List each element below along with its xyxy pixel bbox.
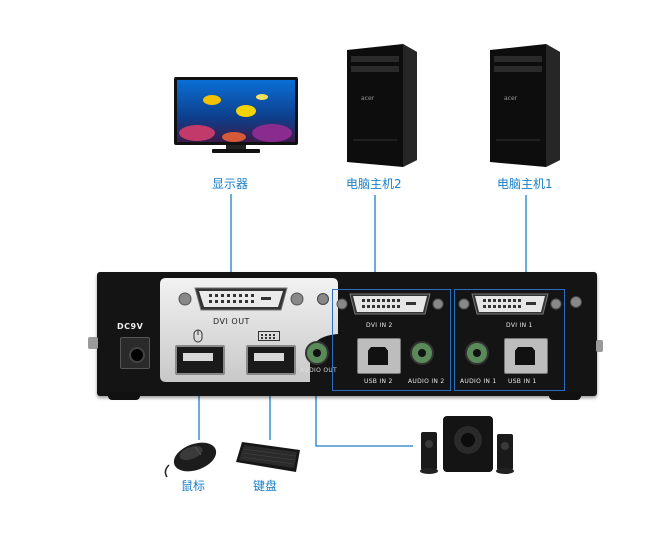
input-1-group (454, 289, 565, 391)
usb-in2-port[interactable] (357, 338, 401, 374)
mouse-icon (164, 442, 217, 478)
usb-in1-label: USB IN 1 (508, 378, 537, 385)
pc2-brand: acer (361, 95, 375, 102)
dvi-in2-label: DVI IN 2 (366, 322, 393, 329)
usb-keyboard-port[interactable] (246, 345, 296, 375)
keyboard-icon (236, 442, 300, 472)
pc1-tower-icon: acer (490, 44, 560, 167)
dvi-out-port[interactable] (177, 284, 305, 314)
keyboard-pictogram-icon (258, 331, 280, 341)
monitor-icon (174, 77, 298, 153)
dc-label: DC9V (117, 322, 144, 331)
pc2-tower-icon: acer (347, 44, 417, 167)
right-foot (549, 392, 581, 400)
dvi-in1-port[interactable] (458, 291, 562, 317)
mouse-pictogram-icon (193, 329, 203, 343)
usb-in2-label: USB IN 2 (364, 378, 393, 385)
left-side-screw (88, 337, 98, 349)
dc-power-jack (120, 337, 150, 369)
dvi-in2-port[interactable] (336, 291, 444, 317)
input-2-group (332, 289, 451, 391)
right-side-screw (596, 340, 603, 352)
audio-out-label: AUDIO OUT (300, 367, 337, 374)
audio-out-jack[interactable] (305, 341, 329, 365)
panel-screw-1 (317, 293, 329, 305)
monitor-label: 显示器 (212, 177, 249, 191)
audio-in1-label: AUDIO IN 1 (460, 378, 497, 385)
dvi-in1-label: DVI IN 1 (506, 322, 533, 329)
keyboard-label: 键盘 (253, 479, 278, 493)
mouse-label: 鼠标 (181, 479, 206, 493)
dvi-out-label: DVI OUT (213, 317, 250, 326)
audio-in2-label: AUDIO IN 2 (408, 378, 445, 385)
pc1-label: 电脑主机1 (497, 177, 553, 191)
speakers-icon (420, 416, 514, 474)
audio-in2-jack[interactable] (410, 341, 434, 365)
usb-mouse-port[interactable] (175, 345, 225, 375)
left-foot (108, 392, 140, 400)
panel-screw-2 (570, 296, 582, 308)
pc1-brand: acer (504, 95, 518, 102)
usb-in1-port[interactable] (504, 338, 548, 374)
pc2-label: 电脑主机2 (346, 177, 402, 191)
audio-in1-jack[interactable] (465, 341, 489, 365)
